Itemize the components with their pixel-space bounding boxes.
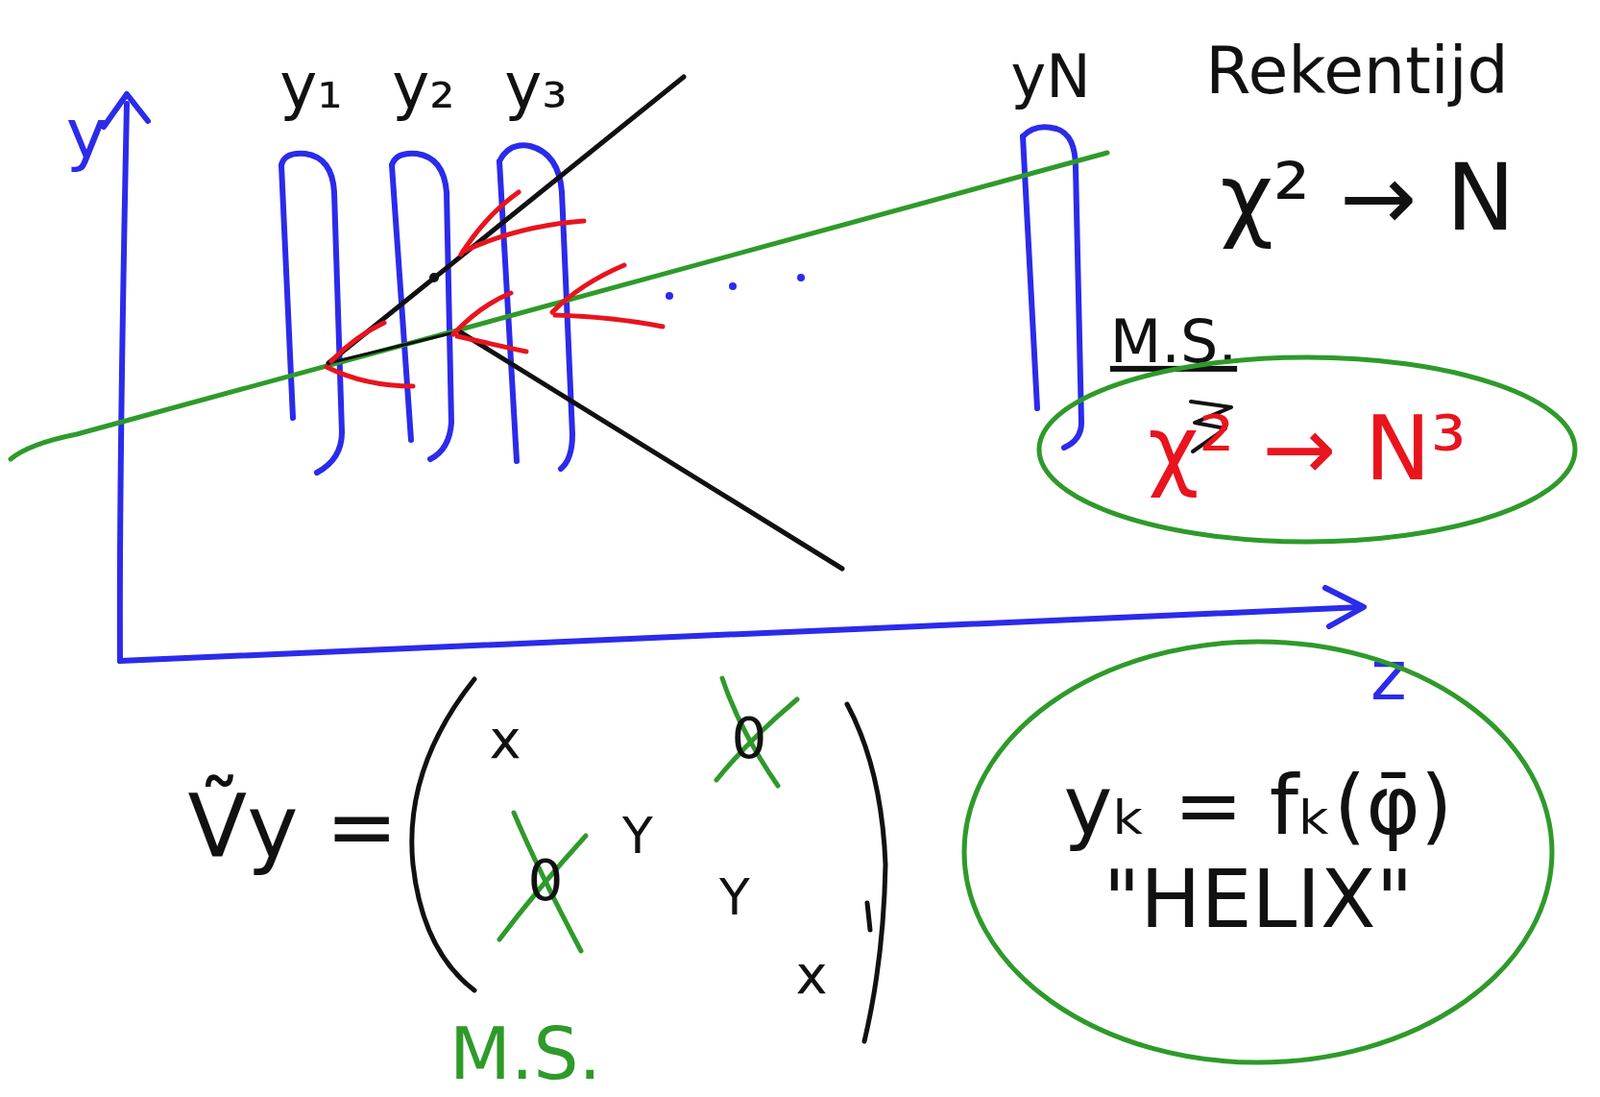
matrix-entry: Y	[622, 808, 654, 864]
heading-note: Rekentijd	[1205, 35, 1509, 108]
oval-text: yₖ = fₖ(φ̄)	[1064, 757, 1454, 853]
plane-label: y₂	[391, 51, 456, 122]
strike-marks	[499, 678, 798, 951]
result-oval: χ² → N³	[1035, 353, 1579, 546]
helix-oval: yₖ = fₖ(φ̄)"HELIX"	[960, 637, 1556, 1067]
continuation-dots	[665, 273, 805, 300]
matrix-entry: Y	[719, 870, 751, 925]
scattered-tracks	[328, 76, 843, 569]
matrix-entry: x	[488, 709, 521, 770]
axis-label: y	[66, 96, 108, 172]
track-line	[10, 152, 1108, 460]
matrix-name: Ṽy =	[188, 778, 399, 874]
oval-text: χ² → N³	[1147, 398, 1466, 501]
plane-label: y₃	[504, 51, 568, 122]
plane-label: yN	[1010, 44, 1091, 110]
matrix-entry: x	[795, 945, 827, 1005]
matrix-entry: 0	[528, 850, 564, 913]
axis-label: z	[1370, 637, 1407, 714]
oval-text: "HELIX"	[1103, 852, 1414, 946]
oval-line	[964, 641, 1552, 1063]
scaling-note: χ² → N	[1219, 147, 1515, 250]
matrix-brackets	[412, 678, 886, 1042]
plane-label: y₁	[279, 51, 343, 122]
oval-line	[1039, 357, 1576, 542]
detector-planes	[281, 126, 1082, 473]
hit-dot	[429, 272, 439, 283]
scattering-cones	[326, 192, 663, 387]
ms-note: M.S.	[449, 1015, 602, 1093]
matrix-entry: 0	[731, 708, 768, 771]
